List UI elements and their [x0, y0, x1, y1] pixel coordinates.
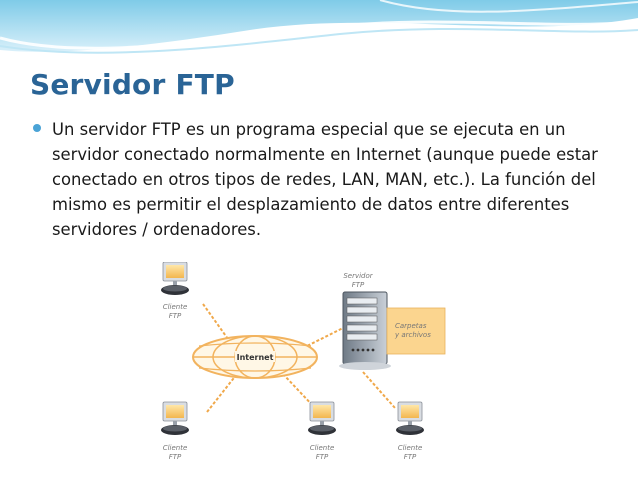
internet-globe: Internet [192, 335, 318, 379]
client-computer-top: Cliente FTP [160, 262, 190, 320]
slide-title: Servidor FTP [30, 68, 235, 101]
folder-label-2: y archivos [394, 331, 431, 339]
internet-label: Internet [237, 353, 274, 362]
folder-label-1: Carpetas [395, 322, 427, 330]
bullet-icon [33, 124, 41, 132]
client-label-top-1: Cliente [163, 303, 188, 311]
client-label-bm-1: Cliente [310, 444, 335, 452]
folders-box: Carpetas y archivos [386, 307, 446, 355]
client-label-bl-1: Cliente [163, 444, 188, 452]
client-computer-bottom-left: Cliente FTP [160, 401, 190, 461]
connection-lines [202, 303, 396, 413]
client-label-bl-2: FTP [169, 453, 182, 461]
client-computer-bottom-middle: Cliente FTP [307, 401, 337, 461]
client-label-br-1: Cliente [398, 444, 423, 452]
ftp-server: Servidor FTP [339, 272, 391, 370]
header-wave-decoration [0, 0, 638, 62]
bullet-text: Un servidor FTP es un programa especial … [52, 120, 598, 239]
server-label-1: Servidor [343, 272, 373, 280]
bullet-item: Un servidor FTP es un programa especial … [33, 117, 623, 242]
server-label-2: FTP [352, 281, 365, 289]
client-label-top-2: FTP [169, 312, 182, 320]
client-label-bm-2: FTP [316, 453, 329, 461]
client-computer-bottom-right: Cliente FTP [395, 401, 425, 461]
client-label-br-2: FTP [404, 453, 417, 461]
ftp-network-diagram: Internet Cliente FTP Servidor FTP Carpet… [160, 262, 446, 461]
